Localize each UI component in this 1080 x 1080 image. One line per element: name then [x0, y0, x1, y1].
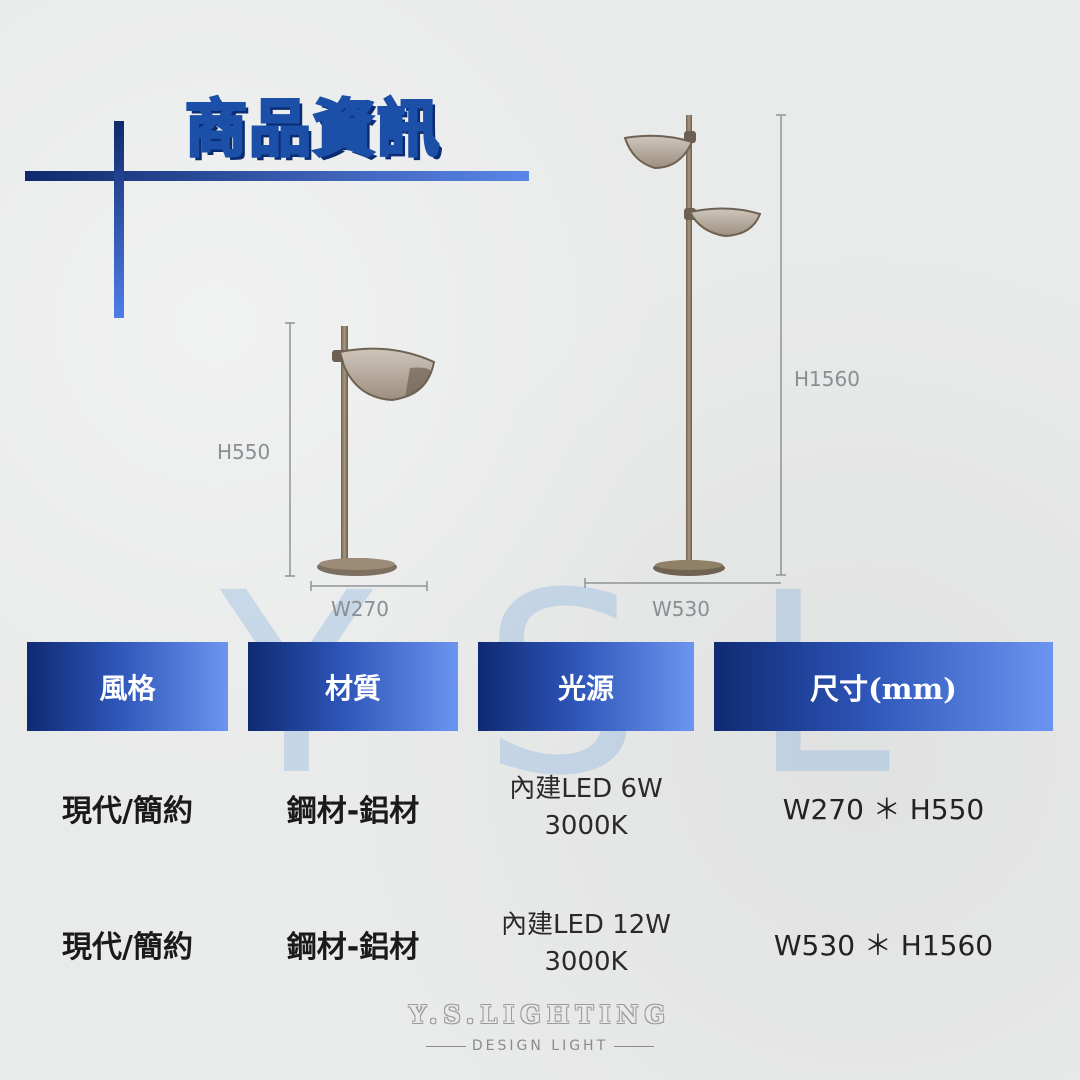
- page-title: 商品資訊: [183, 91, 442, 167]
- header-material: 材質: [248, 642, 458, 731]
- row2-style: 現代/簡約: [62, 930, 193, 965]
- header-style: 風格: [27, 642, 228, 731]
- row1-light-source: 內建LED 6W 3000K: [478, 770, 694, 846]
- row2-size: W530 ＊ H1560: [773, 929, 994, 962]
- tall-lamp-image: [623, 115, 762, 576]
- row1-style: 現代/簡約: [62, 794, 193, 829]
- lamp-drawings: [285, 114, 786, 591]
- tall-lamp-width-label: W530: [652, 597, 710, 621]
- row1-material: 鋼材-鋁材: [286, 794, 420, 829]
- tall-lamp-height-label: H1560: [794, 367, 860, 391]
- dimension-lines: [285, 114, 786, 591]
- row2-light-power: 內建LED 12W: [501, 910, 671, 940]
- brand-tagline-text: DESIGN LIGHT: [471, 1038, 609, 1054]
- row1-light-power: 內建LED 6W: [509, 774, 663, 804]
- title-horizontal-rule: [25, 171, 529, 181]
- row1-light-temp: 3000K: [544, 811, 628, 841]
- row2-material: 鋼材-鋁材: [286, 930, 420, 965]
- row2-light-source: 內建LED 12W 3000K: [478, 906, 694, 982]
- header-size: 尺寸(mm): [714, 642, 1053, 731]
- small-lamp-height-label: H550: [217, 440, 271, 464]
- small-lamp-image: [317, 326, 436, 576]
- brand-tagline: DESIGN LIGHT: [0, 1038, 1080, 1054]
- small-lamp-width-label: W270: [331, 597, 389, 621]
- brand-logo: Y.S.LIGHTING: [408, 1000, 672, 1029]
- title-vertical-rule: [114, 121, 124, 318]
- header-light-source: 光源: [478, 642, 694, 731]
- row1-size: W270 ＊ H550: [782, 793, 985, 826]
- row2-light-temp: 3000K: [544, 947, 628, 977]
